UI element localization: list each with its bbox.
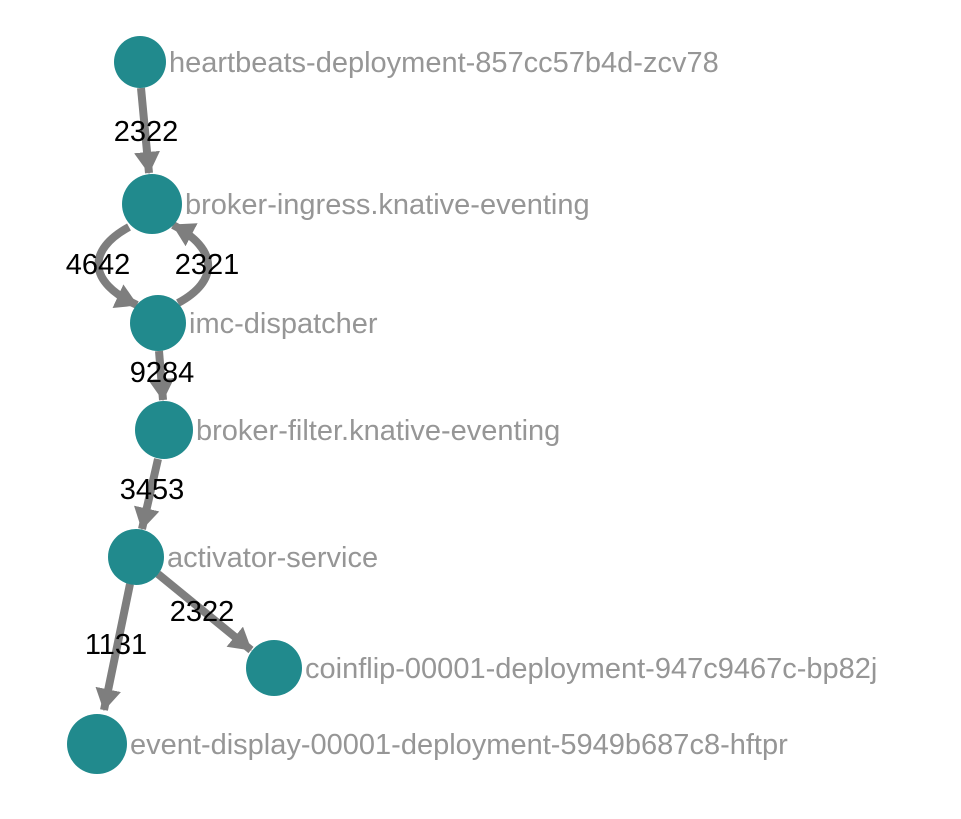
edge-broker-filter-to-activator-service	[134, 458, 162, 530]
edge-imc-dispatcher-to-broker-ingress	[171, 221, 213, 307]
edge-count-imc-dispatcher-to-broker-ingress: 2321	[175, 249, 240, 281]
node-heartbeats-deployment[interactable]	[114, 36, 166, 88]
node-label-broker-ingress: broker-ingress.knative-eventing	[185, 189, 590, 221]
edge-heartbeats-deployment-to-broker-ingress	[134, 87, 160, 174]
node-label-event-display-deployment: event-display-00001-deployment-5949b687c…	[130, 729, 788, 761]
node-activator-service[interactable]	[108, 529, 164, 585]
edge-activator-service-to-coinflip-deployment	[155, 570, 254, 654]
edge-count-broker-ingress-to-imc-dispatcher: 4642	[66, 249, 131, 281]
edge-count-broker-filter-to-activator-service: 3453	[120, 474, 185, 506]
node-broker-filter[interactable]	[135, 401, 193, 459]
edge-imc-dispatcher-to-broker-filter	[148, 350, 175, 401]
node-label-activator-service: activator-service	[167, 542, 378, 574]
edge-count-heartbeats-deployment-to-broker-ingress: 2322	[114, 116, 179, 148]
edge-count-activator-service-to-event-display-deployment: 1131	[85, 629, 147, 661]
edge-count-activator-service-to-coinflip-deployment: 2322	[170, 596, 235, 628]
node-label-heartbeats-deployment: heartbeats-deployment-857cc57b4d-zcv78	[169, 47, 719, 79]
node-broker-ingress[interactable]	[122, 174, 182, 234]
node-imc-dispatcher[interactable]	[130, 295, 186, 351]
edge-broker-ingress-to-imc-dispatcher	[94, 223, 139, 309]
node-coinflip-deployment[interactable]	[246, 640, 302, 696]
edge-activator-service-to-event-display-deployment	[95, 583, 134, 711]
node-event-display-deployment[interactable]	[67, 714, 127, 774]
edge-count-imc-dispatcher-to-broker-filter: 9284	[130, 357, 195, 389]
node-label-coinflip-deployment: coinflip-00001-deployment-947c9467c-bp82…	[305, 653, 877, 685]
node-label-imc-dispatcher: imc-dispatcher	[189, 308, 378, 340]
node-label-broker-filter: broker-filter.knative-eventing	[196, 415, 560, 447]
